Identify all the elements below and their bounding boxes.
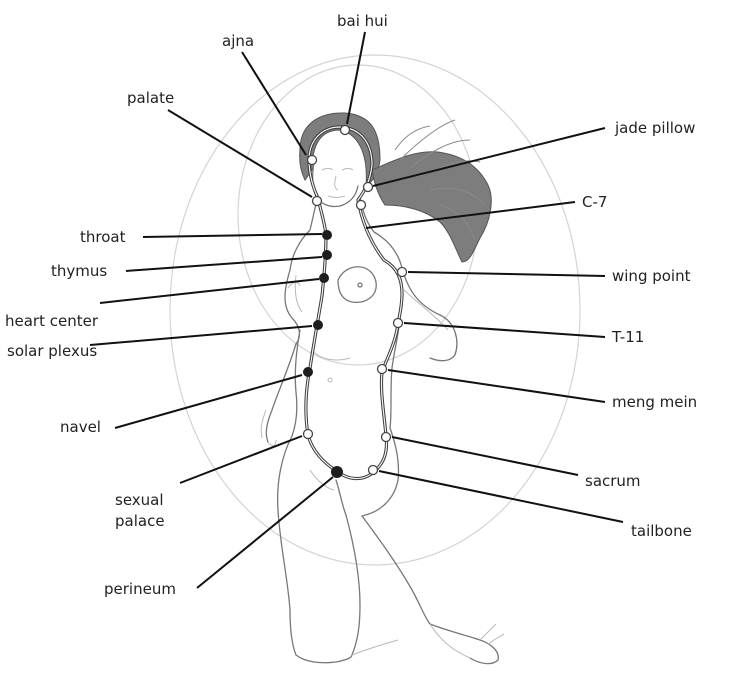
point-ajna [308, 156, 317, 165]
leader-navel [115, 375, 302, 428]
label-wing-point: wing point [612, 267, 691, 285]
leader-perineum [197, 477, 333, 588]
label-tailbone: tailbone [631, 522, 692, 540]
label-thymus: thymus [51, 262, 107, 280]
leader-wing-point [408, 272, 605, 276]
label-navel: navel [60, 418, 101, 436]
leader-heart-center [100, 279, 319, 303]
leader-meng-mein [388, 370, 605, 402]
point-jade-pillow [364, 183, 373, 192]
point-solar-plexus [314, 321, 323, 330]
point-tailbone [369, 466, 378, 475]
label-meng-mein: meng mein [612, 393, 697, 411]
point-navel [304, 368, 313, 377]
point-meng-mein [378, 365, 387, 374]
leader-sexual-palace [180, 436, 302, 483]
leader-bai-hui [347, 32, 365, 124]
label-t11: T-11 [611, 328, 644, 346]
point-perineum [332, 467, 343, 478]
label-ajna: ajna [222, 32, 254, 50]
point-wing-point [398, 268, 407, 277]
label-palace: palace [115, 512, 165, 530]
leader-solar-plexus [90, 326, 312, 345]
point-sexual-palace [304, 430, 313, 439]
leader-ajna [242, 52, 306, 155]
point-thymus [323, 251, 332, 260]
label-bai-hui: bai hui [337, 12, 388, 30]
label-heart-center: heart center [5, 312, 99, 330]
leader-t11 [404, 323, 605, 337]
point-palate [313, 197, 322, 206]
point-throat [323, 231, 332, 240]
label-sexual: sexual [115, 491, 164, 509]
label-solar-plexus: solar plexus [7, 342, 97, 360]
label-palate: palate [127, 89, 174, 107]
label-jade-pillow: jade pillow [614, 119, 695, 137]
point-t11 [394, 319, 403, 328]
point-sacrum [382, 433, 391, 442]
point-heart-center [320, 274, 329, 283]
point-bai-hui [341, 126, 350, 135]
leader-throat [143, 234, 322, 237]
leader-thymus [126, 257, 322, 271]
label-throat: throat [80, 228, 126, 246]
label-sacrum: sacrum [585, 472, 641, 490]
label-c7: C-7 [582, 193, 607, 211]
label-perineum: perineum [104, 580, 176, 598]
point-c7 [357, 201, 366, 210]
